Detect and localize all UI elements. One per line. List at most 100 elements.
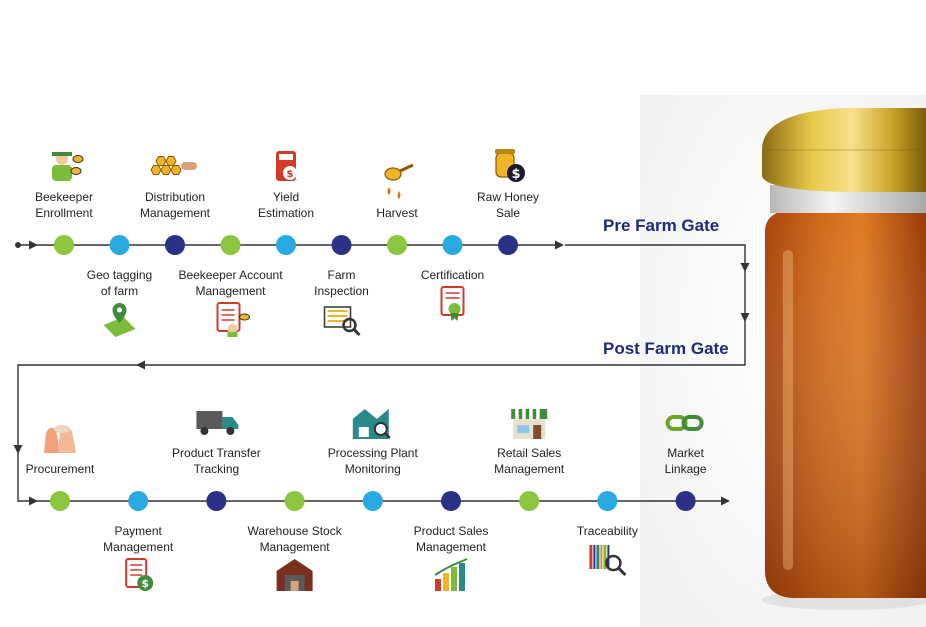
- flow-arrow: [13, 445, 23, 454]
- pre-farm-step-node: [498, 235, 518, 255]
- step-label-line: of farm: [100, 284, 139, 298]
- step-label-line: Enrollment: [35, 206, 93, 220]
- step-label: Geo tagging of farm: [55, 267, 185, 299]
- pre-farm-step-node: [276, 235, 296, 255]
- honey-jar-photo: [640, 95, 926, 627]
- sacks-icon: [44, 425, 76, 453]
- pre-farm-step-node: [387, 235, 407, 255]
- honeycomb-icon: [150, 156, 197, 175]
- step-label-line: Management: [415, 540, 487, 554]
- pre-farm-step-node: [54, 235, 74, 255]
- flow-arrow: [136, 360, 145, 370]
- post-farm-step-node: [50, 491, 70, 511]
- flow-icons: $ $ $: [44, 149, 704, 591]
- step-label-line: Farm: [327, 268, 356, 282]
- step-label-line: Management: [139, 206, 211, 220]
- step-label: Traceability: [542, 523, 672, 539]
- flow-arrow: [740, 263, 750, 272]
- sales-chart-icon: [434, 558, 468, 591]
- step-label-line: Certification: [420, 268, 485, 282]
- step-label-line: Yield: [272, 190, 300, 204]
- step-label-line: Harvest: [376, 206, 418, 220]
- step-label: Certification: [388, 267, 518, 283]
- step-label-line: Tracking: [193, 462, 240, 476]
- pre-farm-step-node: [109, 235, 130, 255]
- pre-farm-gate-label: Pre Farm Gate: [603, 216, 720, 235]
- post-farm-step-node: [675, 491, 696, 511]
- pre-farm-step-node: [442, 235, 463, 255]
- step-label-line: Inspection: [314, 284, 369, 298]
- step-label: Procurement: [0, 461, 125, 477]
- step-label-line: Management: [195, 284, 266, 298]
- step-label-line: Product Sales: [413, 524, 489, 538]
- step-label-line: Procurement: [25, 462, 95, 476]
- step-label-line: Monitoring: [344, 462, 401, 476]
- step-label-line: Sale: [495, 206, 521, 220]
- flow-arrow: [740, 313, 750, 322]
- step-label-line: Geo tagging: [86, 268, 153, 282]
- svg-text:$: $: [511, 167, 520, 182]
- step-label: Harvest: [332, 205, 462, 221]
- warehouse-icon: [276, 559, 313, 591]
- step-label-line: Beekeeper: [34, 190, 94, 204]
- step-label-line: Retail Sales: [497, 446, 562, 460]
- pre-farm-step-node: [165, 235, 185, 255]
- post-farm-step-node: [362, 491, 383, 511]
- barcode-search-icon: [589, 545, 627, 577]
- flow-nodes: [50, 235, 696, 511]
- post-farm-step-node: [206, 491, 227, 511]
- step-label-line: Management: [103, 540, 174, 554]
- truck-icon: [196, 411, 239, 435]
- step-label-line: Warehouse Stock: [247, 524, 342, 538]
- post-farm-step-node: [519, 491, 540, 511]
- inspection-icon: [323, 306, 361, 337]
- step-label-line: Processing Plant: [327, 446, 418, 460]
- step-label-line: Product Transfer: [172, 446, 261, 460]
- step-label-line: Beekeeper Account: [178, 268, 283, 282]
- svg-text:$: $: [141, 577, 149, 590]
- payment-document-icon: $: [125, 558, 154, 591]
- flow-arrow: [29, 496, 38, 506]
- map-pin-icon: [103, 303, 136, 337]
- step-label-line: Market: [667, 446, 704, 460]
- step-label-line: Distribution: [144, 190, 206, 204]
- beekeeper-icon: [52, 152, 84, 181]
- account-document-icon: [216, 302, 250, 337]
- flow-arrow: [555, 240, 564, 250]
- svg-text:$: $: [287, 169, 294, 180]
- plant-monitor-icon: [352, 409, 391, 439]
- certificate-icon: [440, 286, 465, 321]
- step-label-line: Estimation: [257, 206, 315, 220]
- post-farm-step-node: [284, 491, 305, 511]
- honey-dipper-icon: [384, 163, 414, 199]
- post-farm-gate-label: Post Farm Gate: [603, 339, 729, 358]
- post-farm-step-node: [128, 491, 149, 511]
- jar-lid: [762, 108, 926, 192]
- storefront-icon: [511, 409, 548, 439]
- post-farm-step-node: [597, 491, 618, 511]
- pre-farm-step-node: [220, 235, 241, 255]
- step-label-line: Management: [259, 540, 330, 554]
- step-label-line: Traceability: [576, 524, 638, 538]
- step-label-line: Management: [494, 462, 565, 476]
- post-farm-step-node: [441, 491, 461, 511]
- step-label-line: Linkage: [664, 462, 707, 476]
- honey-jar-dollar-icon: $: [495, 149, 525, 182]
- flow-arrow: [29, 240, 38, 250]
- calculator-icon: $: [276, 151, 297, 181]
